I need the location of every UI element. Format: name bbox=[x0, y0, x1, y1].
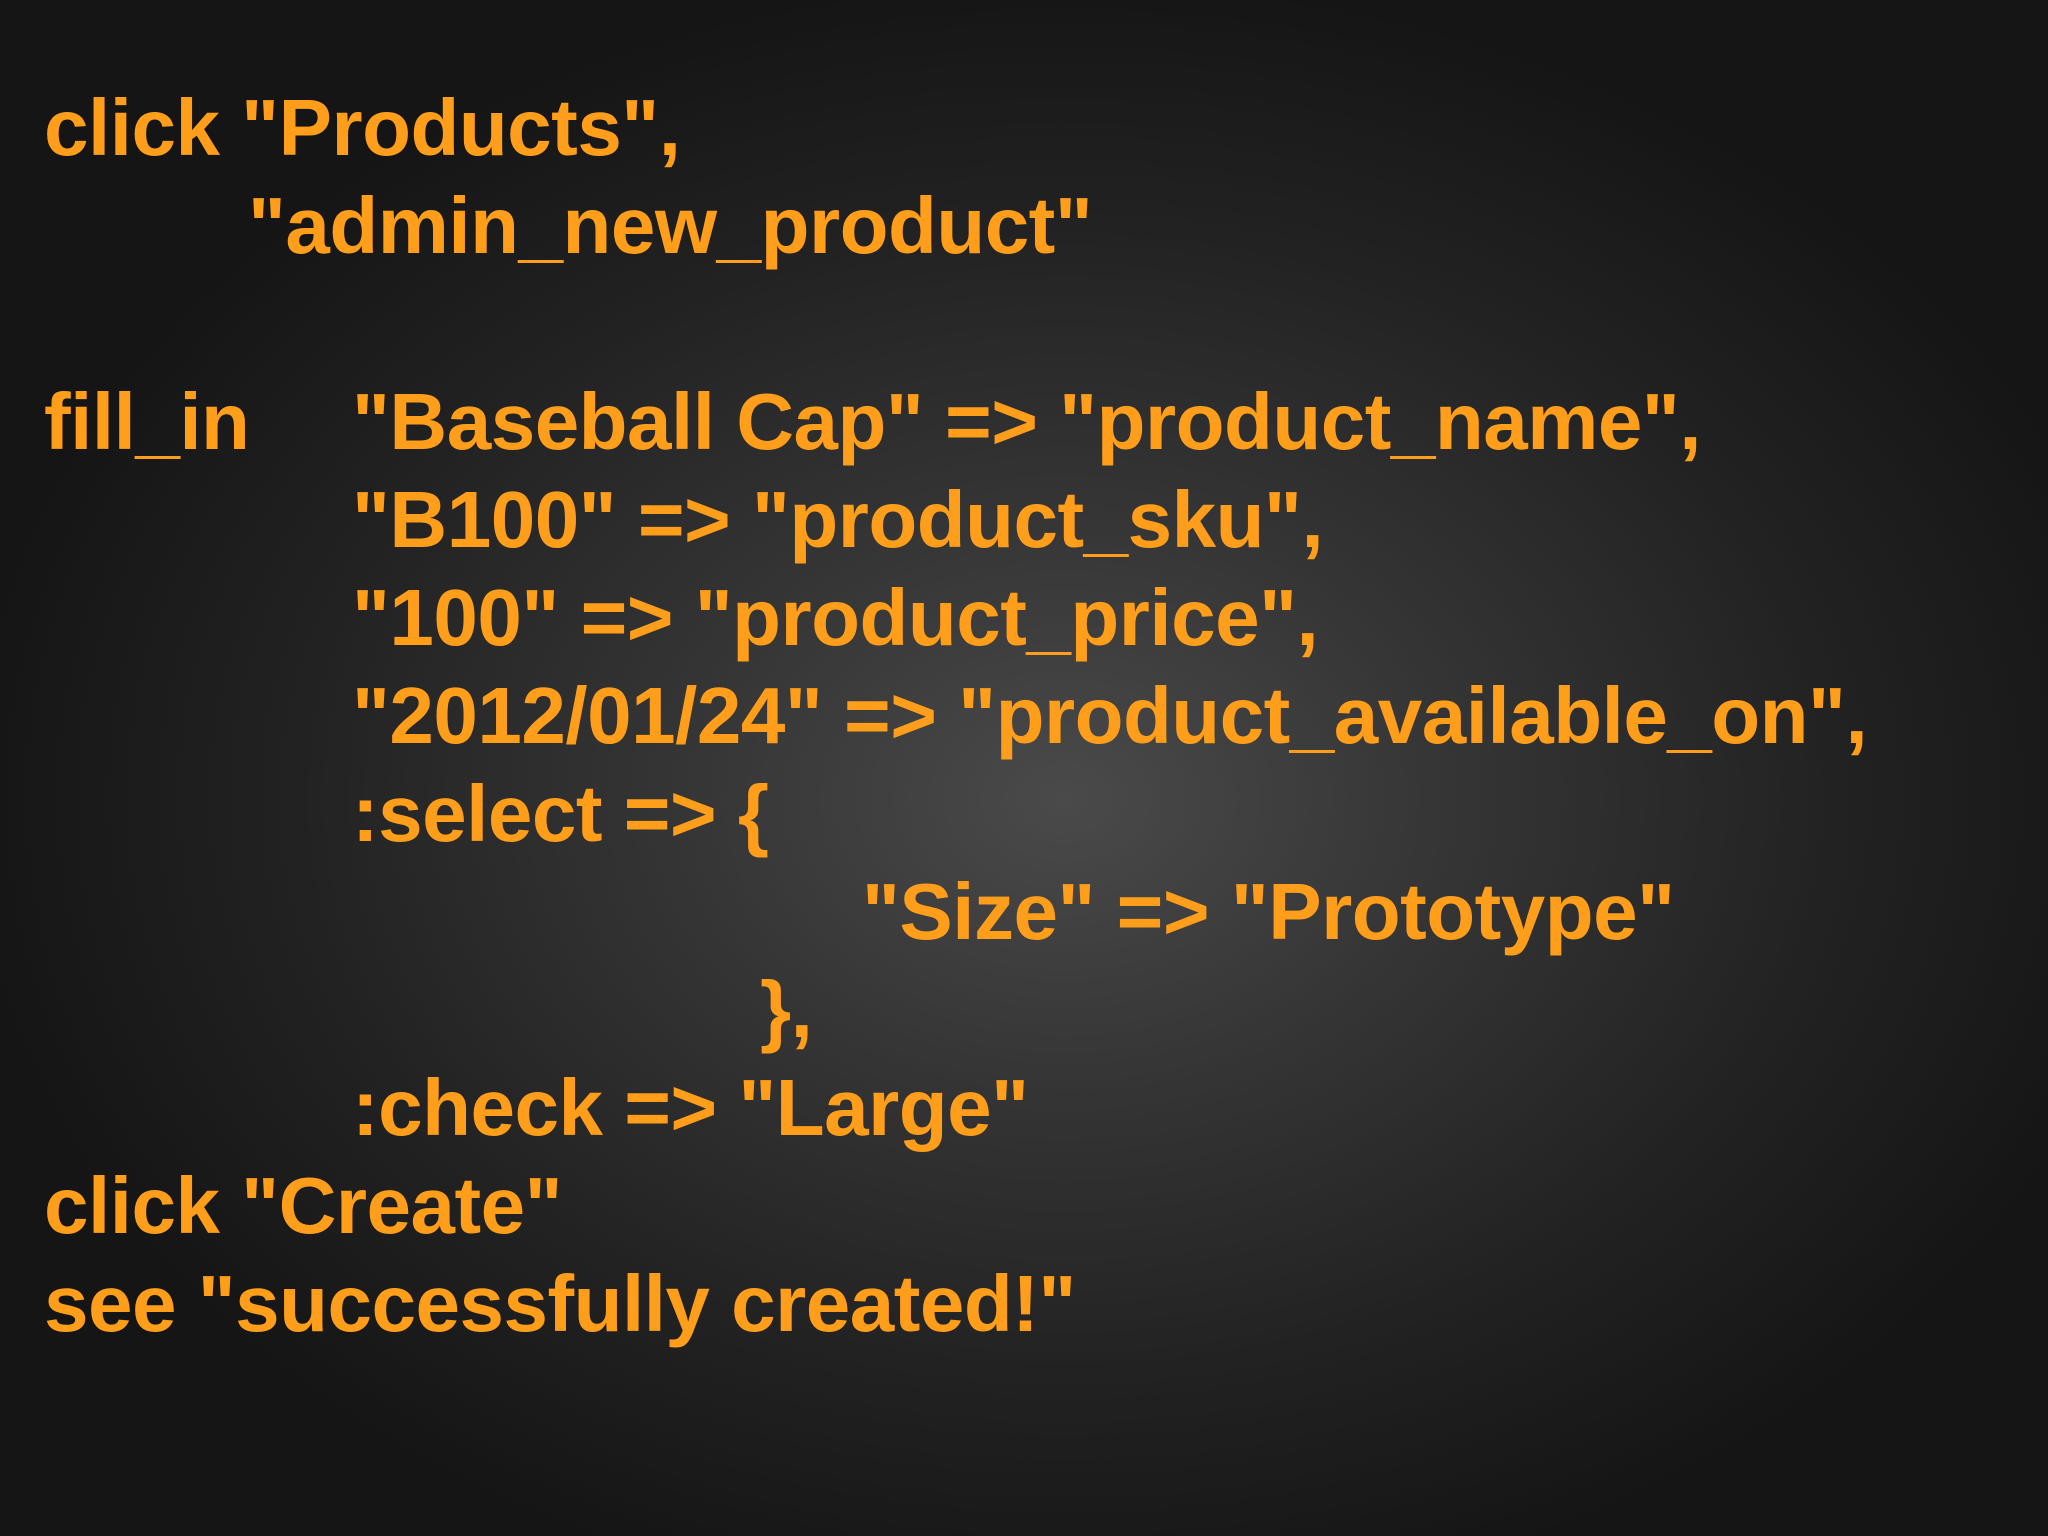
code-line-fill-in: fill_in bbox=[44, 377, 250, 466]
code-line-product-sku: "B100" => "product_sku", bbox=[352, 475, 1324, 564]
code-line-select-open: :select => { bbox=[352, 769, 769, 858]
code-line-click-products: click "Products", bbox=[44, 83, 681, 172]
code-line-see-success: see "successfully created!" bbox=[44, 1259, 1076, 1348]
code-line-admin-new-product: "admin_new_product" bbox=[248, 181, 1093, 270]
code-line-check-large: :check => "Large" bbox=[352, 1063, 1029, 1152]
code-line-product-price: "100" => "product_price", bbox=[352, 573, 1319, 662]
code-line-product-name: "Baseball Cap" => "product_name", bbox=[352, 377, 1701, 466]
code-line-size-prototype: "Size" => "Prototype" bbox=[862, 867, 1675, 956]
code-line-product-available-on: "2012/01/24" => "product_available_on", bbox=[352, 671, 1868, 760]
code-line-select-close: }, bbox=[760, 965, 813, 1054]
code-line-click-create: click "Create" bbox=[44, 1161, 563, 1250]
